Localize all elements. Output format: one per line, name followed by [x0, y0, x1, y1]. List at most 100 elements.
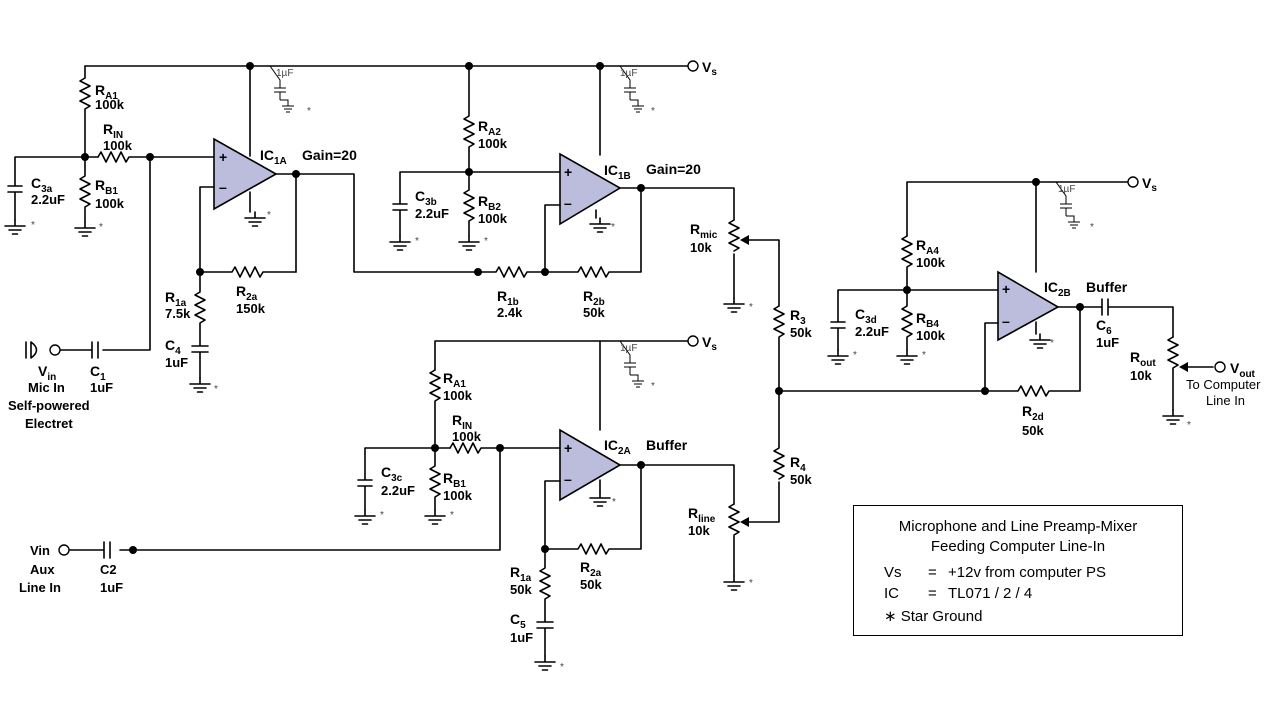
- vs-terminal-1[interactable]: [687, 60, 699, 72]
- notes-title-2: Feeding Computer Line-In: [930, 538, 1106, 555]
- ic2b-buffer: Buffer: [1086, 279, 1128, 295]
- svg-text:*: *: [484, 236, 488, 247]
- wire-ra4: [901, 235, 913, 291]
- c3b-label: C3b: [415, 188, 437, 208]
- svg-text:*: *: [214, 384, 218, 395]
- labels: + – + – + – + – IC1A Gain=20 IC1B Gain=2…: [8, 59, 1261, 673]
- line-in-label: Line In: [19, 580, 61, 595]
- wire-ic1b-vs: [595, 65, 601, 219]
- svg-text:*: *: [31, 220, 35, 231]
- c4-value: 1uF: [165, 355, 188, 370]
- r2d-value: 50k: [1022, 423, 1044, 438]
- r3-value: 50k: [790, 325, 812, 340]
- wire-ic1b-minus: [544, 187, 642, 278]
- vs-label-2: Vs: [702, 334, 717, 353]
- ra2-value: 100k: [478, 136, 508, 151]
- c3a-value: 2.2uF: [31, 192, 65, 207]
- svg-text:*: *: [611, 222, 615, 233]
- c4-label: C4: [165, 337, 181, 357]
- wire-c3c-node: [357, 447, 451, 511]
- supply-cap-3: 1µF: [620, 343, 637, 354]
- notes-ic-val: TL071 / 2 / 4: [948, 585, 1033, 602]
- ic2b-label: IC2B: [1044, 279, 1071, 299]
- r2a2-label: R2a: [580, 559, 602, 579]
- electret-label: Electret: [25, 416, 73, 431]
- aux-label: Aux: [30, 562, 55, 577]
- vs-terminal-3[interactable]: [1127, 176, 1139, 188]
- vout-label: Vout: [1230, 360, 1256, 380]
- rb1b-value: 100k: [443, 488, 473, 503]
- r1b-label: R1b: [497, 288, 519, 308]
- notes-ic-key: IC: [884, 585, 899, 602]
- notes-box: Microphone and Line Preamp-Mixer Feeding…: [853, 505, 1183, 636]
- ra2-label: RA2: [478, 118, 501, 138]
- wire-ra1: [79, 65, 91, 158]
- wire-rmic: [728, 219, 780, 307]
- ra1b-label: RA1: [443, 370, 466, 390]
- vout-terminal[interactable]: [1214, 361, 1226, 373]
- wire-rline: [728, 481, 780, 536]
- rline-label: Rline: [688, 505, 716, 525]
- svg-text:*: *: [1090, 222, 1094, 233]
- vs-label-1: Vs: [702, 59, 717, 78]
- ic1a-plus: +: [219, 149, 227, 165]
- c5-label: C5: [510, 611, 526, 631]
- wire-ic1a-fb: [199, 186, 297, 278]
- line-in-out-label: Line In: [1206, 393, 1245, 408]
- rin-label: RIN: [103, 121, 123, 141]
- rout-value: 10k: [1130, 368, 1152, 383]
- mic-in-label: Mic In: [28, 380, 65, 395]
- wire-r1a2: [536, 548, 554, 657]
- c3c-label: C3c: [381, 464, 403, 484]
- aux-in-terminal[interactable]: [58, 544, 70, 556]
- mic-in-terminal[interactable]: [49, 344, 61, 356]
- r2d-label: R2d: [1022, 403, 1044, 423]
- wire-ra1b: [429, 369, 441, 449]
- notes-title-1: Microphone and Line Preamp-Mixer: [898, 518, 1138, 535]
- r1a-label: R1a: [165, 289, 187, 309]
- ic1b-opamp: [559, 152, 622, 226]
- junctions: [81, 62, 1084, 554]
- wire-ic2a-fb: [544, 464, 642, 555]
- r1b-value: 2.4k: [497, 305, 523, 320]
- r3-label: R3: [790, 307, 806, 327]
- ic1a-gain: Gain=20: [302, 147, 357, 163]
- ic2b-opamp: [997, 270, 1060, 342]
- ic2a-buffer: Buffer: [646, 437, 688, 453]
- supply-cap-4: 1µF: [1058, 184, 1075, 195]
- c6-value: 1uF: [1096, 335, 1119, 350]
- r4-value: 50k: [790, 472, 812, 487]
- wire-rin: [97, 151, 215, 163]
- vs-terminal-2[interactable]: [687, 335, 699, 347]
- wire-rb4: [901, 289, 913, 351]
- to-computer-label: To Computer: [1186, 377, 1261, 392]
- wire-ic1a-out: [275, 173, 479, 273]
- svg-text:*: *: [380, 510, 384, 521]
- wire-ra2: [463, 65, 475, 173]
- vs-label-3: Vs: [1142, 175, 1157, 194]
- wire-ic1b-out: [619, 187, 735, 299]
- r1a2-value: 50k: [510, 582, 532, 597]
- rmic-value: 10k: [690, 240, 712, 255]
- stage-ic2a: [69, 340, 780, 671]
- ic1a-minus: –: [219, 179, 227, 195]
- c6-label: C6: [1096, 317, 1112, 337]
- rline-value: 10k: [688, 523, 710, 538]
- ic1b-label: IC1B: [604, 162, 631, 182]
- ic2a-minus: –: [564, 471, 572, 487]
- r2a-label: R2a: [236, 283, 258, 303]
- stage-ic2b: [773, 181, 1214, 480]
- svg-text:*: *: [1050, 338, 1054, 349]
- wire-r4: [773, 390, 785, 480]
- wire-rinb: [449, 442, 561, 454]
- rinb-value: 100k: [452, 429, 482, 444]
- ic1b-plus: +: [564, 164, 572, 180]
- c3d-label: C3d: [855, 306, 877, 326]
- supply-cap-1: 1µF: [276, 68, 293, 79]
- wire-ic2b-out: [1057, 298, 1174, 338]
- notes-star-ground: ∗ Star Ground: [884, 608, 983, 625]
- wire-rb2: [463, 171, 475, 237]
- ra4-label: RA4: [916, 237, 939, 257]
- microphone-icon: [25, 341, 38, 359]
- wire-rb1: [79, 156, 91, 223]
